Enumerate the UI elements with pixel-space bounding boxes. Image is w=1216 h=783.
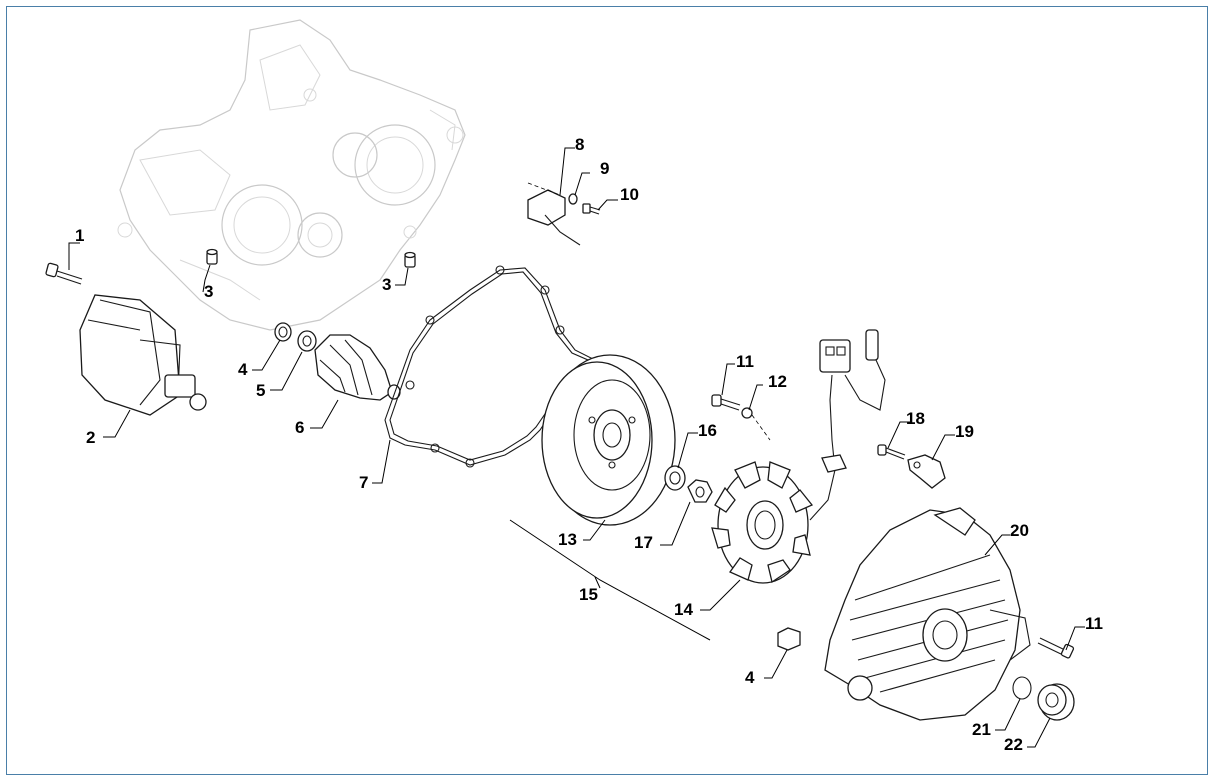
- label-3-right: 3: [382, 275, 391, 294]
- label-15: 15: [579, 585, 598, 604]
- washer-part-16: [664, 465, 686, 491]
- label-7: 7: [359, 473, 368, 492]
- clamp-part-19: [907, 454, 946, 489]
- label-2: 2: [86, 428, 95, 447]
- generator-cover-part-20: [824, 507, 1031, 721]
- label-10: 10: [620, 185, 639, 204]
- label-14: 14: [674, 600, 693, 619]
- group-bracket-part-15: [509, 519, 711, 641]
- label-22: 22: [1004, 735, 1023, 754]
- stator-wiring: [809, 329, 886, 521]
- label-4-bottom: 4: [745, 668, 755, 687]
- label-9: 9: [600, 159, 609, 178]
- label-11-bottom: 11: [1085, 614, 1103, 633]
- label-19: 19: [955, 422, 974, 441]
- screw-part-11-bottom: [1037, 637, 1075, 659]
- label-20: 20: [1010, 521, 1029, 540]
- label-17: 17: [634, 533, 653, 552]
- label-12: 12: [768, 372, 787, 391]
- label-4-top: 4: [238, 360, 248, 379]
- label-8: 8: [575, 135, 584, 154]
- screw-part-10: [582, 203, 601, 215]
- stator-part-14: [711, 461, 814, 584]
- sensor-part-8: [527, 182, 581, 246]
- label-1: 1: [75, 226, 84, 245]
- label-6: 6: [295, 418, 304, 437]
- crankcase-ghost: [117, 19, 466, 331]
- washer-part-12: [741, 407, 771, 441]
- nut-part-17: [687, 479, 713, 503]
- gear-part-6: [314, 334, 401, 401]
- label-11-top: 11: [736, 352, 754, 371]
- bolt-part-1: [45, 262, 83, 285]
- callout-labels: 1 2 3 3 4 4 5 6 7 8 9 10 11 11 12 13 14 …: [75, 135, 1103, 754]
- leader-lines: [68, 147, 1085, 748]
- label-3-left: 3: [204, 282, 213, 301]
- dowel-part-3: [206, 248, 416, 268]
- label-16: 16: [698, 421, 717, 440]
- bushing-part-4: [274, 322, 801, 651]
- screw-part-11-top: [711, 394, 741, 411]
- plug-part-22: [1037, 683, 1075, 721]
- oring-part-21: [1012, 676, 1032, 700]
- flywheel-part-13: [541, 354, 676, 526]
- washer-part-9: [568, 193, 578, 205]
- label-18: 18: [906, 409, 925, 428]
- label-13: 13: [558, 530, 577, 549]
- label-5: 5: [256, 381, 265, 400]
- washer-part-5: [297, 330, 317, 352]
- screw-part-18: [877, 444, 906, 460]
- label-21: 21: [972, 720, 991, 739]
- starter-motor-part-2: [79, 294, 207, 416]
